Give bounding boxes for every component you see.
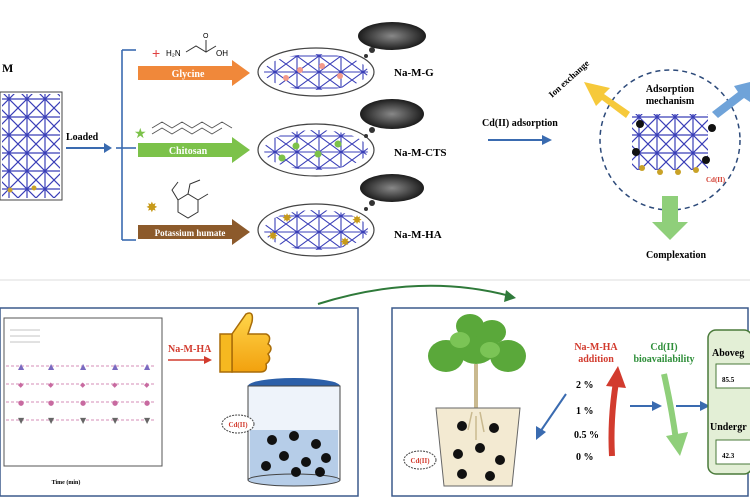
svg-text:Cd(II): Cd(II) — [410, 457, 430, 465]
complexation-arrow — [652, 196, 688, 240]
sample-image-g — [358, 22, 426, 58]
underground-value: 42.3 — [722, 452, 735, 460]
svg-text:Chitosan: Chitosan — [169, 146, 208, 157]
humate-formula: ✸ — [146, 179, 209, 219]
ion-exchange-arrow — [584, 82, 630, 118]
product-label-ha: Na-M-HA — [394, 229, 442, 241]
bioavail-label-1: Cd(II) — [650, 342, 677, 353]
cd-bubble-left: Cd(II) — [221, 414, 255, 434]
loaded-arrow — [66, 143, 112, 153]
kinetics-chart: ▲ ▲ ▲ ▲ ▲ ◆ ◆ ◆ ◆ ◆ ● ● ● ● ● ▼ ▼ ▼ ▼ ▼ — [3, 317, 163, 467]
svg-text:▲: ▲ — [80, 362, 87, 371]
ion-exchange-label: Ion exchange — [547, 58, 591, 99]
chitosan-arrow: Chitosan — [138, 137, 250, 163]
glycine-arrow: Glycine — [138, 60, 250, 86]
svg-text:+: + — [152, 45, 160, 61]
svg-text:▼: ▼ — [112, 416, 119, 425]
svg-text:✸: ✸ — [282, 211, 292, 225]
results-box — [707, 329, 750, 475]
percent-2: 2 % — [576, 380, 594, 391]
mechanism-title-2: mechanism — [646, 96, 695, 107]
complexation-label: Complexation — [646, 250, 706, 261]
chitosan-formula: ★ — [134, 121, 233, 142]
sample-image-ha — [360, 174, 424, 211]
svg-text:✸: ✸ — [352, 213, 362, 227]
mechanism-title-1: Adsorption — [646, 84, 695, 95]
svg-text:H₂N: H₂N — [166, 49, 181, 58]
svg-text:●: ● — [48, 399, 54, 407]
svg-text:◆: ◆ — [112, 381, 118, 389]
svg-text:◆: ◆ — [144, 381, 150, 389]
svg-text:OH: OH — [216, 49, 228, 58]
product-label-cts: Na-M-CTS — [394, 147, 447, 159]
percent-0: 0 % — [576, 452, 594, 463]
plant-icon — [428, 314, 526, 408]
svg-text:◆: ◆ — [48, 381, 54, 389]
svg-text:Glycine: Glycine — [172, 69, 205, 80]
callout-arrow — [168, 356, 212, 364]
addition-label-1: Na-M-HA — [574, 342, 618, 353]
mechanism-cd-label: Cd(II) — [706, 176, 726, 184]
green-down-arrow — [661, 373, 688, 456]
cd-bubble-right: Cd(II) — [403, 450, 437, 470]
callout-label: Na-M-HA — [168, 344, 212, 355]
sample-image-cts — [360, 99, 424, 138]
pot-icon — [435, 407, 521, 487]
svg-text:★: ★ — [134, 126, 147, 142]
svg-text:▼: ▼ — [80, 416, 87, 425]
svg-text:●: ● — [112, 399, 118, 407]
svg-text:Potassium humate: Potassium humate — [155, 228, 226, 238]
aboveground-label: Aboveg — [712, 348, 744, 359]
ellipse-chitosan — [257, 123, 375, 177]
svg-text:●: ● — [18, 399, 24, 407]
mechanism-circle — [599, 69, 741, 211]
thumbs-up-icon — [219, 312, 272, 373]
glycine-formula: + H₂N O OH — [152, 33, 228, 61]
svg-text:▲: ▲ — [112, 362, 119, 371]
svg-text:✸: ✸ — [340, 235, 350, 249]
percent-1: 1 % — [576, 406, 594, 417]
svg-text:▼: ▼ — [18, 416, 25, 425]
material-label: M — [2, 61, 13, 75]
svg-text:◆: ◆ — [18, 381, 24, 389]
arrow-to-pot — [536, 393, 567, 440]
svg-text:▼: ▼ — [144, 416, 151, 425]
blue-mechanism-arrow — [712, 82, 750, 118]
percent-0-5: 0.5 % — [574, 430, 599, 441]
svg-text:✸: ✸ — [146, 200, 158, 216]
adsorption-label: Cd(II) adsorption — [482, 118, 558, 129]
beaker-icon — [247, 378, 341, 487]
svg-text:▲: ▲ — [144, 362, 151, 371]
svg-text:◆: ◆ — [80, 381, 86, 389]
chart-x-label: Time (min) — [52, 479, 81, 486]
underground-label: Undergr — [710, 422, 747, 433]
arrow-to-bioavail — [630, 401, 662, 411]
svg-text:▲: ▲ — [48, 362, 55, 371]
adsorption-arrow — [488, 135, 552, 145]
connector-arc — [317, 284, 516, 305]
svg-text:●: ● — [144, 399, 150, 407]
aboveground-value: 85.5 — [722, 376, 735, 384]
base-structure — [0, 91, 63, 201]
bioavail-label-2: bioavailability — [633, 354, 694, 365]
svg-text:●: ● — [80, 399, 86, 407]
product-label-g: Na-M-G — [394, 67, 434, 79]
svg-text:Cd(II): Cd(II) — [228, 421, 248, 429]
red-up-arrow — [606, 366, 626, 457]
svg-text:O: O — [203, 33, 209, 40]
svg-text:▼: ▼ — [48, 416, 55, 425]
ellipse-glycine — [257, 47, 375, 97]
bracket — [116, 49, 136, 241]
svg-text:✸: ✸ — [268, 229, 278, 243]
humate-arrow: Potassium humate — [138, 219, 250, 245]
addition-label-2: addition — [578, 354, 614, 365]
loaded-label: Loaded — [66, 132, 99, 143]
svg-text:▲: ▲ — [18, 362, 25, 371]
ellipse-humate: ✸ ✸ ✸ ✸ — [257, 203, 375, 257]
arrow-to-results — [676, 401, 710, 411]
